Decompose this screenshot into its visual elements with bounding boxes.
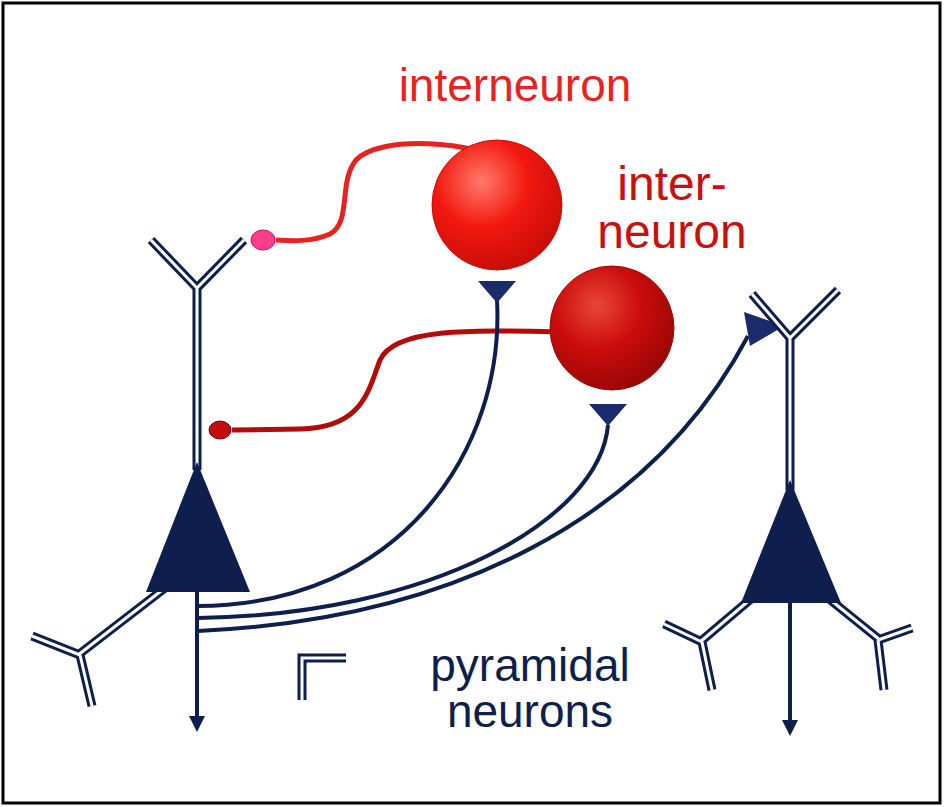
cut-mark	[258, 609, 294, 632]
axon-terminal	[478, 281, 516, 303]
node-label: interneuron	[395, 62, 635, 108]
cell-body-circle	[550, 266, 674, 390]
axon-collateral	[198, 425, 608, 618]
synapse-bouton	[209, 421, 231, 439]
interneuron-axon	[232, 331, 560, 430]
axon-collateral	[198, 300, 497, 606]
frame-border	[3, 3, 940, 803]
cell-body-circle	[432, 140, 562, 270]
node-label: inter- neuron	[572, 160, 772, 256]
interneuron-node: inter- neuron	[545, 160, 776, 394]
synapse-bouton	[251, 230, 275, 250]
axon-collateral	[198, 336, 748, 631]
axon-terminal	[589, 404, 627, 426]
dendrite-fragment	[302, 658, 346, 700]
pyramidal-neuron	[32, 240, 250, 732]
pyramidal-neuron	[664, 290, 912, 736]
group-label: pyramidal neurons	[380, 642, 680, 734]
